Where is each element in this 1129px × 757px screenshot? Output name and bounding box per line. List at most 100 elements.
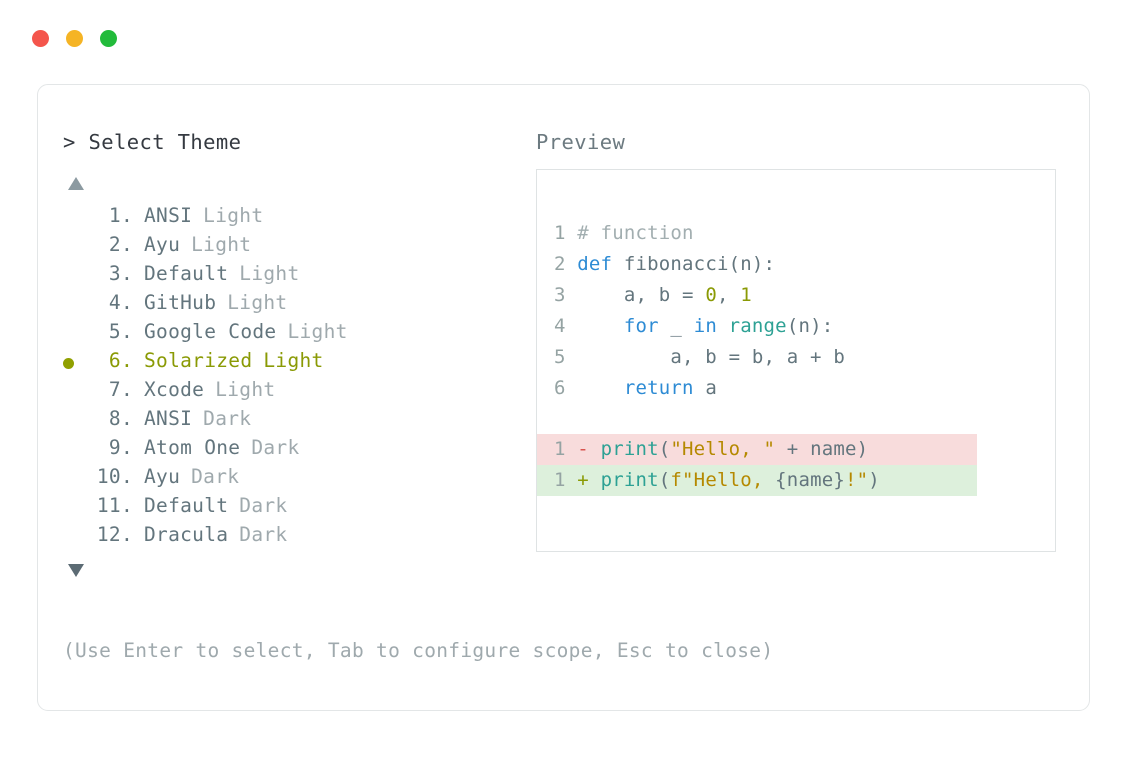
theme-item-number: 4. [108, 291, 133, 314]
theme-list-item[interactable]: 2. Ayu Light [63, 233, 533, 262]
theme-list-item[interactable]: 7. Xcode Light [63, 378, 533, 407]
code-line: 1 # function [537, 218, 1055, 249]
minimize-window-button[interactable] [66, 30, 83, 47]
diff-removed-line: 1 - print("Hello, " + name) [537, 434, 977, 465]
code-token: ( [658, 438, 671, 460]
line-number: 4 [554, 315, 578, 337]
theme-list-item[interactable]: 4. GitHub Light [63, 291, 533, 320]
selected-bullet-slot [63, 262, 91, 291]
selected-bullet-slot [63, 320, 91, 349]
theme-item-number: 1. [108, 204, 133, 227]
theme-item-name: Xcode [144, 378, 205, 401]
code-token [717, 315, 729, 337]
line-number: 1 [554, 469, 578, 491]
theme-item-variant: Dark [239, 494, 288, 517]
code-token: + name) [775, 438, 869, 460]
theme-item-name: Solarized [144, 349, 253, 372]
maximize-window-button[interactable] [100, 30, 117, 47]
code-token: for [623, 315, 659, 337]
theme-item-variant: Light [191, 233, 252, 256]
theme-item-variant: Dark [191, 465, 240, 488]
theme-item-variant: Light [263, 349, 324, 372]
diff-sign: - [577, 438, 601, 460]
theme-item-name: ANSI [144, 407, 193, 430]
preview-title: Preview [536, 130, 626, 154]
theme-item-number: 10. [96, 465, 133, 488]
code-line: 6 return a [537, 373, 1055, 404]
code-token: (n): [786, 315, 834, 337]
code-line: 3 a, b = 0, 1 [537, 280, 1055, 311]
code-token: a [693, 377, 717, 399]
theme-item-number: 5. [108, 320, 133, 343]
code-token: in [693, 315, 717, 337]
keyboard-hint: (Use Enter to select, Tab to configure s… [63, 639, 774, 662]
code-line: 4 for _ in range(n): [537, 311, 1055, 342]
theme-item-variant: Light [239, 262, 300, 285]
code-token: f"Hello, [670, 469, 776, 491]
selected-bullet-slot [63, 378, 91, 407]
code-token: ) [868, 469, 880, 491]
code-token: , [716, 284, 741, 306]
triangle-up-icon[interactable] [68, 177, 84, 190]
theme-item-name: Ayu [144, 233, 181, 256]
code-block: 1 # function 2 def fibonacci(n): 3 a, b = … [537, 218, 1055, 404]
code-token: {name} [775, 469, 846, 491]
selected-bullet-slot [63, 436, 91, 465]
theme-list-item[interactable]: 6. Solarized Light [63, 349, 533, 378]
selected-bullet-slot [63, 465, 91, 494]
code-token [577, 315, 624, 337]
theme-item-variant: Dark [251, 436, 300, 459]
selected-bullet-icon [63, 358, 74, 369]
theme-item-variant: Light [227, 291, 288, 314]
theme-item-number: 11. [96, 494, 133, 517]
theme-item-name: Default [144, 262, 229, 285]
code-token: print [600, 438, 659, 460]
code-token: def [577, 253, 613, 275]
line-number: 1 [554, 438, 578, 460]
theme-item-name: Google Code [144, 320, 277, 343]
window-traffic-lights [32, 30, 117, 47]
selected-bullet-slot [63, 291, 91, 320]
line-number: 2 [554, 253, 578, 275]
theme-list-item[interactable]: 3. Default Light [63, 262, 533, 291]
theme-item-number: 9. [108, 436, 133, 459]
theme-list-item[interactable]: 1. ANSI Light [63, 204, 533, 233]
page-title: > Select Theme [63, 130, 242, 154]
selected-bullet-slot [63, 233, 91, 262]
theme-item-variant: Dark [239, 523, 288, 546]
theme-list-item[interactable]: 11. Default Dark [63, 494, 533, 523]
diff-block: 1 - print("Hello, " + name)1 + print(f"H… [537, 434, 1055, 496]
theme-item-name: ANSI [144, 204, 193, 227]
selected-bullet-slot [63, 349, 91, 378]
theme-item-variant: Light [203, 204, 264, 227]
theme-item-number: 12. [96, 523, 133, 546]
code-token: a, b = b, a + b [577, 346, 845, 368]
code-token: !" [845, 469, 869, 491]
line-number: 3 [554, 284, 578, 306]
code-token: # function [577, 222, 694, 244]
code-token: fibonacci(n): [623, 253, 776, 275]
theme-item-variant: Light [215, 378, 276, 401]
theme-item-variant: Dark [203, 407, 252, 430]
code-token: print [600, 469, 659, 491]
theme-item-number: 6. [108, 349, 133, 372]
close-window-button[interactable] [32, 30, 49, 47]
code-token: return [623, 377, 694, 399]
theme-item-name: GitHub [144, 291, 217, 314]
theme-item-number: 2. [108, 233, 133, 256]
triangle-down-icon[interactable] [68, 564, 84, 577]
theme-item-name: Default [144, 494, 229, 517]
theme-item-number: 3. [108, 262, 133, 285]
code-preview-panel: 1 # function 2 def fibonacci(n): 3 a, b = … [536, 169, 1056, 552]
theme-item-number: 7. [108, 378, 133, 401]
code-token: range [728, 315, 787, 337]
line-number: 1 [554, 222, 578, 244]
code-line: 5 a, b = b, a + b [537, 342, 1055, 373]
